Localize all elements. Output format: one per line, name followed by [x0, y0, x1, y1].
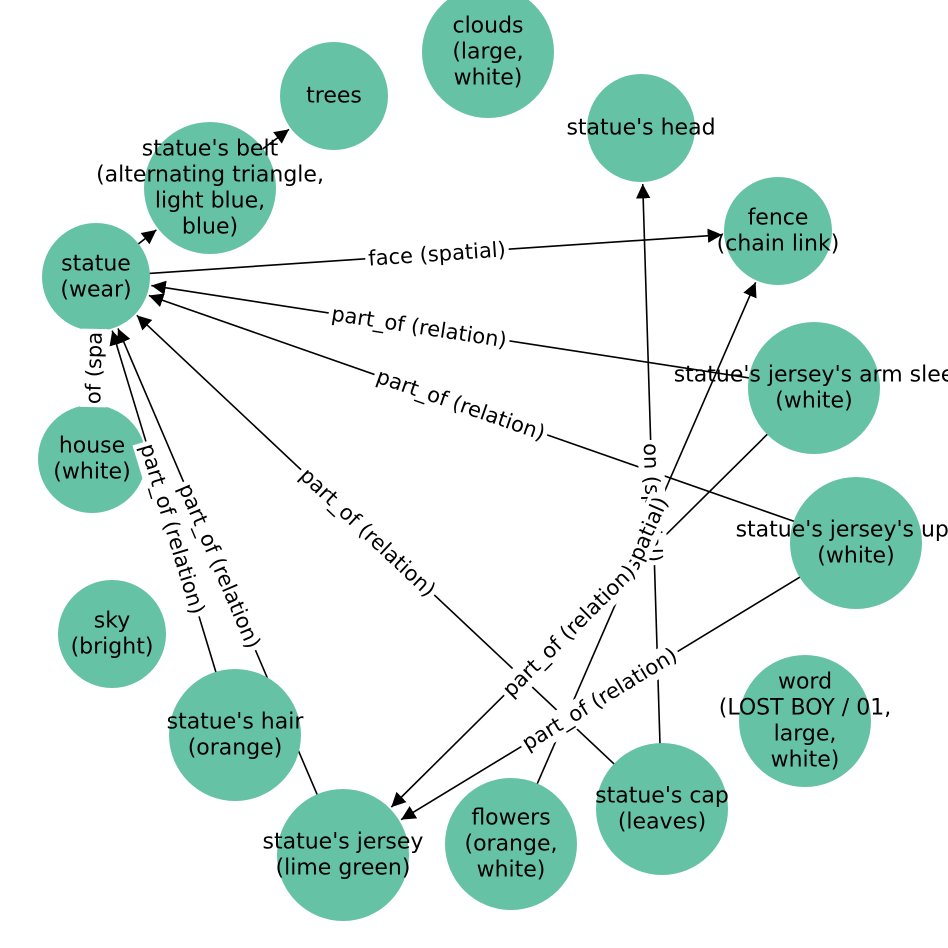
node-circle — [445, 778, 577, 910]
node-circle — [58, 580, 166, 688]
node-circle — [38, 405, 146, 513]
node-belt: statue's belt(alternating triangle,light… — [96, 122, 324, 254]
node-label: white) — [477, 858, 546, 883]
node-armsleeve: statue's jersey's arm slee(white) — [674, 322, 948, 454]
edge-label-background — [291, 460, 444, 606]
node-hair: statue's hair(orange) — [167, 669, 305, 801]
node-circle — [790, 477, 922, 609]
node-label: (chain link) — [717, 232, 840, 257]
node-label: (LOST BOY / 01, — [719, 696, 891, 721]
node-label: word — [778, 670, 832, 695]
node-label: statue's head — [566, 116, 715, 141]
edge-label-background — [80, 328, 108, 408]
edge-label: of (spa — [81, 332, 107, 405]
node-circle — [739, 655, 871, 787]
edge-label-background — [514, 640, 685, 759]
edge-label-group: face (spatial) — [364, 236, 510, 272]
node-label: light blue, — [155, 189, 265, 214]
edge-label: part_of (relation) — [330, 302, 509, 354]
node-label: blue) — [182, 215, 238, 240]
node-circle — [169, 669, 301, 801]
node-label: statue's jersey — [263, 830, 424, 855]
node-word: word(LOST BOY / 01,large,white) — [719, 655, 891, 787]
node-circle — [144, 122, 276, 254]
node-head: statue's head — [566, 74, 716, 182]
node-label: (white) — [53, 460, 130, 485]
node-label: statue's jersey's arm slee — [674, 363, 948, 388]
node-flowers: flowers(orange,white) — [445, 778, 577, 910]
node-label: (leaves) — [618, 810, 706, 835]
node-circle — [42, 223, 150, 331]
node-circle — [422, 0, 554, 118]
node-label: statue's jersey's uppe — [736, 518, 948, 543]
node-label: (alternating triangle, — [96, 163, 324, 188]
edge-label-background — [614, 489, 675, 586]
node-house: house(white) — [38, 405, 146, 513]
edge-labels-layer: face (spatial) part_of (relation) part_of … — [80, 236, 685, 759]
node-label: large, — [774, 722, 837, 747]
node-label: white) — [771, 748, 840, 773]
node-circle — [724, 177, 832, 285]
node-label: (orange, — [464, 832, 557, 857]
node-jersey: statue's jersey(lime green) — [263, 789, 424, 921]
node-fence: fence(chain link) — [717, 177, 840, 285]
node-label: (large, — [452, 40, 523, 65]
node-label: statue's cap — [595, 784, 729, 809]
edge-label: part_of (relation) — [294, 463, 440, 602]
edge-label-background — [369, 362, 552, 449]
node-upper: statue's jersey's uppe(white) — [736, 477, 948, 609]
node-label: fence — [748, 206, 809, 231]
node-label: white) — [454, 66, 523, 91]
node-cap: statue's cap(leaves) — [595, 743, 729, 875]
node-label: trees — [306, 84, 362, 109]
node-label: house — [59, 434, 125, 459]
edge-label: face (spatial) — [367, 237, 506, 270]
node-trees: trees — [280, 42, 388, 150]
edge-label-background — [132, 437, 212, 621]
node-clouds: clouds(large,white) — [422, 0, 554, 118]
edge-label-background — [364, 236, 510, 272]
node-label: (wear) — [60, 278, 131, 303]
node-label: clouds — [452, 14, 523, 39]
node-circle — [277, 789, 409, 921]
edge-label-group: part_of (relation) — [291, 460, 444, 606]
node-sky: sky(bright) — [58, 580, 166, 688]
edge-label-group: of (spa — [80, 328, 108, 408]
node-label: flowers — [471, 806, 550, 831]
node-label: statue — [61, 252, 131, 277]
node-label: statue's belt — [142, 137, 279, 162]
node-circle — [587, 74, 695, 182]
node-label: sky — [94, 609, 130, 634]
node-label: (lime green) — [276, 856, 411, 881]
node-label: (orange) — [188, 736, 283, 761]
node-circle — [748, 322, 880, 454]
node-circle — [596, 743, 728, 875]
node-circle — [280, 42, 388, 150]
edge-label-group: part_of (relation) — [369, 362, 552, 449]
node-label: (bright) — [71, 635, 154, 660]
node-label: statue's hair — [167, 710, 305, 735]
edge-label-group: part_of (relation) — [326, 300, 512, 355]
edge-label-background — [170, 476, 268, 656]
edge-label-background — [326, 300, 512, 355]
node-statue: statue(wear) — [42, 223, 150, 331]
edge-label: part_of (relation) — [373, 364, 548, 446]
node-label: (white) — [775, 389, 852, 414]
edge-label-background — [494, 557, 644, 706]
node-label: (white) — [817, 544, 894, 569]
